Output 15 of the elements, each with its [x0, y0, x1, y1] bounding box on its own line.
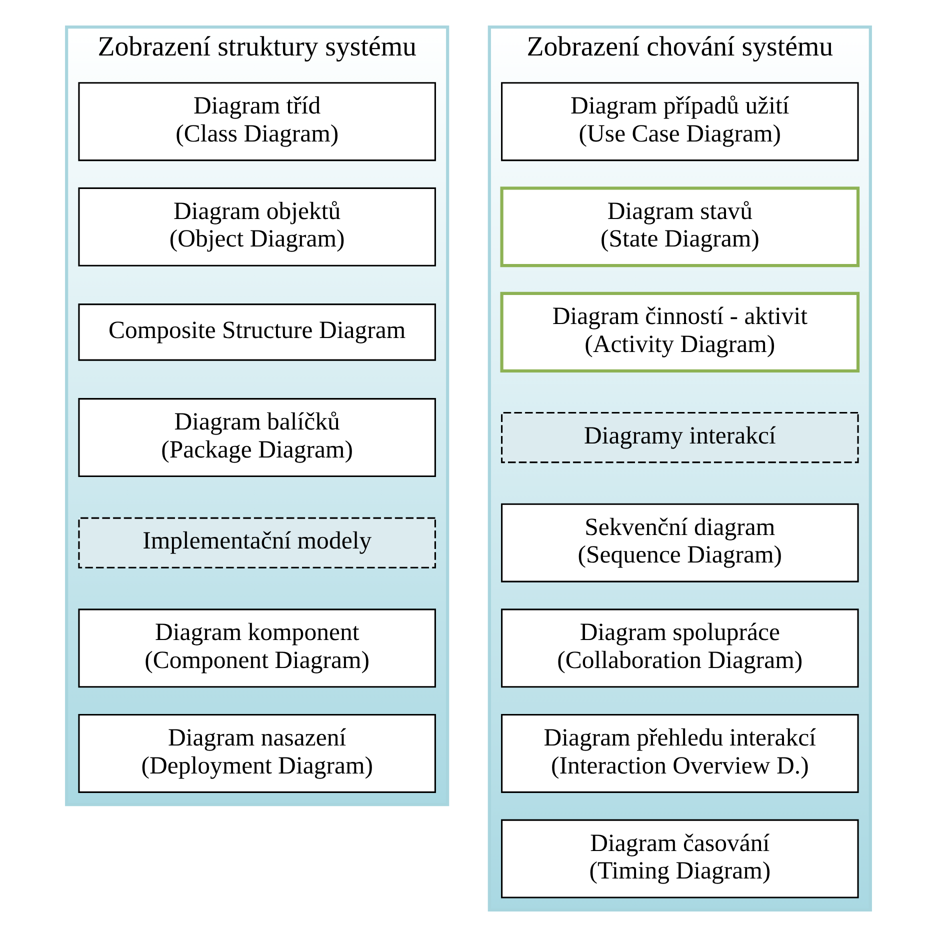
node-box: Composite Structure Diagram — [78, 304, 436, 361]
node-box: Diagram balíčků (Package Diagram) — [78, 398, 436, 478]
node-box: Sekvenční diagram (Sequence Diagram) — [501, 503, 859, 582]
node-box: Diagram spolupráce (Collaboration Diagram) — [501, 608, 859, 688]
node-box: Diagram případů užití (Use Case Diagram) — [501, 82, 859, 162]
node-box: Implementační modely — [78, 517, 436, 568]
node-box: Diagram stavů (State Diagram) — [500, 186, 860, 268]
node-box: Diagram objektů (Object Diagram) — [78, 187, 436, 266]
node-box: Diagram časování (Timing Diagram) — [501, 819, 859, 898]
node-box: Diagramy interakcí — [501, 412, 859, 464]
node-box: Diagram komponent (Component Diagram) — [78, 608, 436, 688]
node-box: Diagram přehledu interakcí (Interaction Overview D.) — [501, 714, 859, 793]
node-box: Diagram činností - aktivit (Activity Diagram) — [500, 292, 860, 372]
node-box: Diagram tříd (Class Diagram) — [78, 82, 436, 162]
node-box: Diagram nasazení (Deployment Diagram) — [78, 714, 436, 793]
